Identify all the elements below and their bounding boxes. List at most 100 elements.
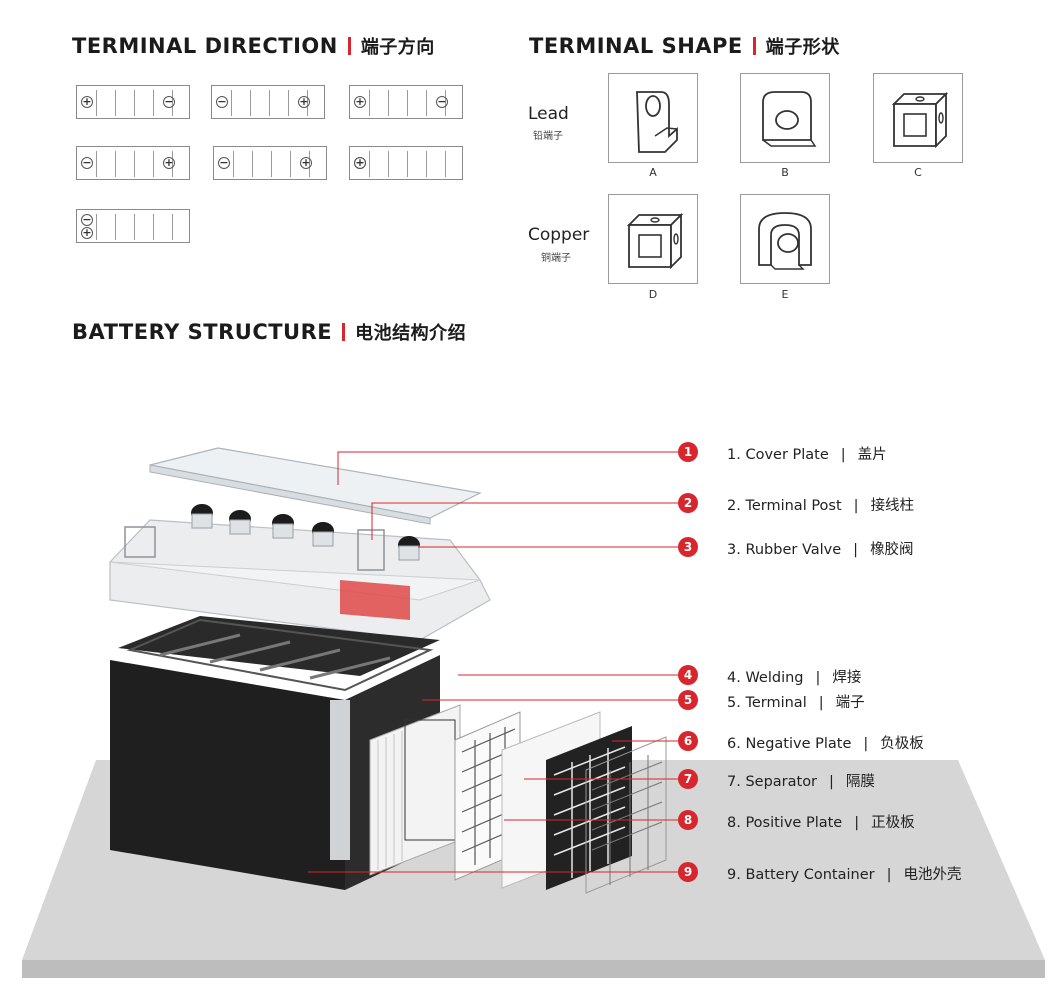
title-divider	[347, 37, 351, 55]
part-name-cn: 橡胶阀	[870, 542, 914, 558]
callout-label: 7. Separator | 隔膜	[727, 770, 875, 791]
battery-lid-graphic	[109, 504, 491, 641]
terminal-direction-diagram: +−	[76, 85, 190, 119]
part-name: 9. Battery Container	[727, 867, 875, 883]
separator: |	[840, 447, 846, 463]
callout-label: 3. Rubber Valve | 橡胶阀	[727, 538, 914, 559]
part-name: 8. Positive Plate	[727, 815, 843, 831]
callout-number-badge: 1	[678, 442, 698, 462]
separator: |	[854, 815, 860, 831]
separator: |	[853, 498, 859, 514]
plus-terminal-icon: +	[298, 95, 310, 108]
minus-terminal-icon: −	[163, 95, 175, 108]
plus-terminal-icon: +	[81, 226, 93, 239]
callout-number-badge: 3	[678, 537, 698, 557]
lead-label-cn: 铅端子	[533, 131, 563, 142]
part-name: 2. Terminal Post	[727, 498, 842, 514]
callout-label: 1. Cover Plate | 盖片	[727, 443, 887, 464]
terminal-shape-title-en: TERMINAL SHAPE	[529, 34, 743, 58]
battery-structure-title-cn: 电池结构介绍	[355, 323, 467, 344]
callout-label: 6. Negative Plate | 负极板	[727, 732, 924, 753]
minus-terminal-icon: −	[81, 213, 93, 226]
terminal-direction-title: TERMINAL DIRECTION 端子方向	[72, 33, 435, 59]
part-name: 6. Negative Plate	[727, 736, 852, 752]
part-name-cn: 焊接	[832, 670, 862, 686]
plus-terminal-icon: +	[81, 95, 93, 108]
part-name: 5. Terminal	[727, 695, 807, 711]
plus-terminal-icon: +	[354, 95, 366, 108]
lead-label: Lead	[528, 104, 569, 124]
callout-number-badge: 8	[678, 810, 698, 830]
separator: |	[886, 867, 892, 883]
callout-number-badge: 5	[678, 690, 698, 710]
callout-label: 4. Welding | 焊接	[727, 666, 861, 687]
terminal-direction-diagram: −+	[76, 209, 190, 243]
copper-label-cn: 铜端子	[541, 253, 571, 264]
terminal-direction-diagram: +−	[211, 85, 325, 119]
callout-label: 9. Battery Container | 电池外壳	[727, 863, 961, 884]
part-name-cn: 接线柱	[870, 498, 915, 514]
title-divider	[752, 37, 756, 55]
lead-terminal-a-icon	[636, 91, 678, 153]
terminal-shape-e	[740, 194, 830, 284]
terminal-shape-c	[873, 73, 963, 163]
part-name-cn: 隔膜	[845, 774, 875, 790]
callout-label: 2. Terminal Post | 接线柱	[727, 494, 914, 515]
copper-terminal-e-icon	[758, 212, 812, 270]
terminal-shape-d	[608, 194, 698, 284]
part-name-cn: 端子	[835, 695, 865, 711]
lead-terminal-b-icon	[762, 91, 817, 147]
terminal-direction-diagram: +−	[213, 146, 327, 180]
part-name-cn: 盖片	[857, 447, 887, 463]
cover-plate-graphic	[149, 447, 482, 525]
terminal-direction-title-cn: 端子方向	[360, 37, 435, 58]
terminal-shape-b	[740, 73, 830, 163]
minus-terminal-icon: −	[354, 156, 366, 169]
minus-terminal-icon: −	[436, 95, 448, 108]
plus-terminal-icon: +	[163, 156, 175, 169]
terminal-direction-title-en: TERMINAL DIRECTION	[72, 34, 338, 58]
minus-terminal-icon: −	[81, 156, 93, 169]
callout-lines	[308, 451, 678, 873]
lead-terminal-c-icon	[891, 91, 949, 149]
terminal-shape-a	[608, 73, 698, 163]
part-name: 1. Cover Plate	[727, 447, 829, 463]
callout-number-badge: 9	[678, 862, 698, 882]
callout-number-badge: 2	[678, 493, 698, 513]
shape-letter-c: C	[914, 166, 922, 179]
part-name: 3. Rubber Valve	[727, 542, 842, 558]
separator: |	[818, 695, 824, 711]
part-name-cn: 负极板	[880, 736, 924, 752]
callout-number-badge: 4	[678, 665, 698, 685]
callout-label: 8. Positive Plate | 正极板	[727, 811, 915, 832]
minus-terminal-icon: −	[218, 156, 230, 169]
battery-structure-title: BATTERY STRUCTURE 电池结构介绍	[72, 319, 466, 345]
plate-stack-graphic	[369, 704, 667, 894]
part-name-cn: 电池外壳	[903, 867, 962, 883]
callout-number-badge: 6	[678, 731, 698, 751]
callout-number-badge: 7	[678, 769, 698, 789]
terminal-direction-diagram: +−	[76, 146, 190, 180]
battery-structure-title-en: BATTERY STRUCTURE	[72, 320, 333, 344]
part-name: 7. Separator	[727, 774, 818, 790]
callout-label: 5. Terminal | 端子	[727, 691, 865, 712]
copper-label: Copper	[528, 225, 590, 245]
plus-terminal-icon: +	[300, 156, 312, 169]
separator: |	[815, 670, 821, 686]
part-name: 4. Welding	[727, 670, 804, 686]
separator: |	[863, 736, 869, 752]
copper-terminal-d-icon	[626, 212, 684, 270]
shape-letter-a: A	[649, 166, 657, 179]
part-name-cn: 正极板	[871, 815, 915, 831]
separator: |	[829, 774, 834, 790]
terminal-direction-diagram: +−	[349, 85, 463, 119]
title-divider	[342, 323, 346, 341]
shape-letter-e: E	[781, 288, 789, 301]
terminal-shape-title-cn: 端子形状	[765, 37, 840, 58]
shape-letter-b: B	[781, 166, 789, 179]
terminal-direction-diagram: +−	[349, 146, 463, 180]
terminal-shape-title: TERMINAL SHAPE 端子形状	[529, 33, 840, 59]
shape-letter-d: D	[648, 288, 658, 301]
separator: |	[853, 542, 859, 558]
